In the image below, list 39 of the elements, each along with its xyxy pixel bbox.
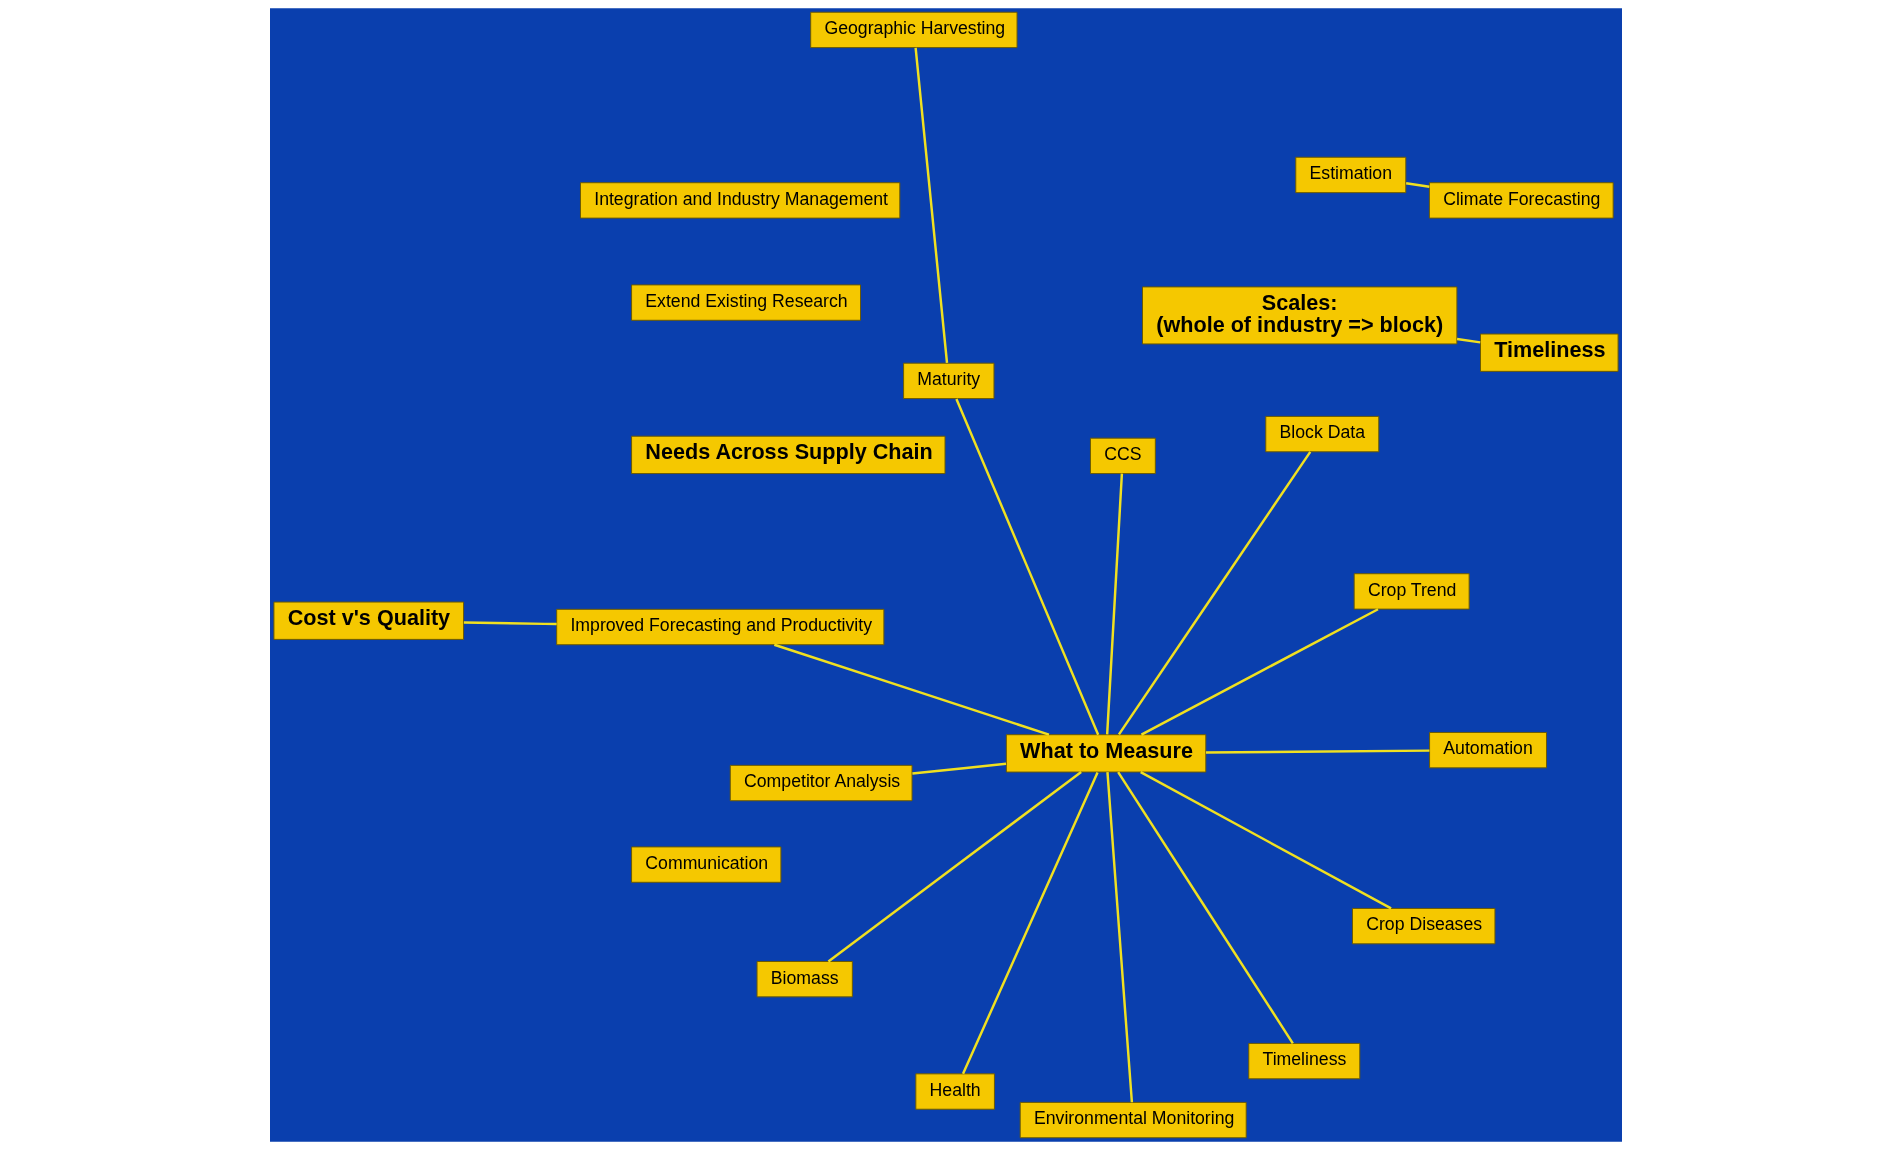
connector (1117, 451, 1311, 736)
node-box: Crop Diseases (1351, 907, 1495, 945)
connector (1116, 771, 1294, 1044)
node-box: What to Measure (1005, 734, 1206, 773)
node-box: Timeliness (1247, 1042, 1360, 1080)
node-box: Biomass (756, 961, 853, 998)
node-box: Crop Trend (1353, 573, 1470, 610)
connector (1205, 749, 1429, 754)
node-box: CCS (1089, 437, 1156, 475)
node-box: Competitor Analysis (729, 764, 913, 802)
connector (1456, 337, 1480, 344)
connector (773, 643, 1049, 736)
connector (1105, 771, 1133, 1103)
node-box: Block Data (1264, 415, 1379, 453)
connector (1405, 182, 1430, 188)
node-box: Communication (630, 846, 781, 883)
connector (913, 47, 948, 364)
connector (961, 772, 1099, 1075)
node-box: Timeliness (1479, 333, 1619, 372)
node-box: Geographic Harvesting (809, 11, 1017, 49)
node-box: Cost v's Quality (272, 601, 464, 640)
node-box: Improved Forecasting and Productivity (555, 608, 884, 646)
node-box: Maturity (902, 362, 994, 400)
connector (1105, 473, 1123, 735)
node-box: Climate Forecasting (1428, 182, 1614, 219)
connector (911, 762, 1006, 775)
node-box: Needs Across Supply Chain (630, 435, 945, 475)
connector (827, 771, 1082, 963)
node-box: Integration and Industry Management (579, 182, 900, 219)
connector (1140, 608, 1379, 736)
connector (463, 621, 557, 626)
connector (954, 398, 1099, 736)
node-box: Estimation (1294, 156, 1406, 194)
node-box: Extend Existing Research (630, 284, 861, 321)
node-box: Environmental Monitoring (1019, 1101, 1247, 1139)
node-box: Automation (1428, 732, 1547, 769)
connector (1139, 771, 1392, 910)
node-box: Scales: (whole of industry => block) (1141, 286, 1457, 345)
node-box: Health (914, 1073, 995, 1110)
